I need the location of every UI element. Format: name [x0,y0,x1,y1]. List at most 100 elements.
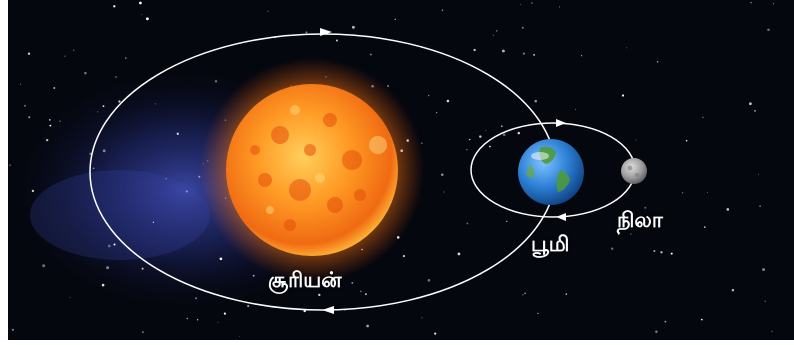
star [239,336,241,337]
star [247,305,250,308]
star [501,125,503,127]
star [305,31,308,34]
star [457,252,461,256]
star [106,266,109,270]
star [626,47,628,49]
star [731,288,735,292]
star [644,206,647,209]
star [219,257,223,261]
star [97,111,99,113]
star [165,178,167,180]
star [214,80,218,83]
orbit-arrow-bottom [322,306,334,314]
star [351,282,354,284]
star [495,30,498,32]
star [706,191,708,193]
star [537,312,539,314]
star [492,34,494,36]
star [198,175,201,178]
star [27,52,31,55]
star [84,71,87,75]
star [759,205,761,207]
star [252,274,255,277]
earth [518,139,584,205]
star [726,208,730,211]
star [506,220,508,223]
star [23,104,27,107]
star [767,28,770,32]
star [565,293,568,295]
star [466,222,469,225]
star [635,139,637,141]
star [113,5,116,8]
star [660,251,663,254]
star [700,318,703,321]
star [115,76,117,78]
star [524,292,526,294]
star [217,321,219,323]
star [92,167,95,170]
star [771,330,773,333]
sun [200,58,424,282]
star [369,53,372,56]
nebula-streak [30,170,210,260]
star [436,112,438,114]
star [427,94,430,97]
star [364,293,367,296]
star [656,61,659,63]
moon [621,158,647,184]
star [754,110,756,112]
star [664,320,667,323]
star [102,149,106,153]
star [394,18,397,21]
star [621,94,625,97]
star [757,173,759,175]
star [522,294,524,296]
star [335,39,338,42]
star [195,297,198,300]
star [533,53,536,56]
star [581,55,583,57]
star [479,135,482,138]
star [773,3,775,5]
star [9,164,12,167]
star [351,25,355,29]
star [28,116,31,119]
star [118,100,121,103]
earth-label: பூமி [531,232,570,256]
star [670,252,673,255]
star [141,14,143,15]
star [223,312,226,315]
star [704,226,706,228]
star [49,124,52,127]
star [69,296,71,298]
star [441,9,444,11]
star [11,328,14,331]
star [125,57,127,59]
star [107,244,111,248]
star [152,221,155,223]
star [19,83,22,85]
star [186,317,189,320]
star [522,52,526,55]
star [176,132,179,135]
star [749,102,752,106]
star [574,108,576,110]
star [443,191,445,193]
star [46,138,49,142]
star [702,116,704,119]
star [534,99,537,103]
star [101,283,105,287]
star [488,145,491,148]
star [485,130,487,132]
star [402,255,405,258]
star [434,332,437,335]
star [764,300,766,302]
star [145,17,149,21]
star [521,26,524,29]
star [387,85,389,87]
star [113,243,116,246]
star [141,267,144,270]
star [59,120,61,122]
